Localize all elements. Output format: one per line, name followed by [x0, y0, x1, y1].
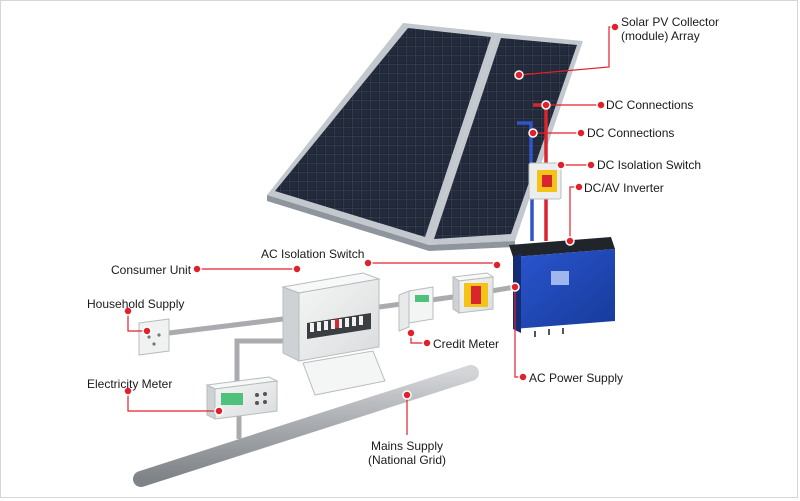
dc-isolation-switch: [528, 162, 562, 200]
label-solar-array: Solar PV Collector (module) Array: [621, 15, 719, 43]
solar-panel-array: [267, 23, 583, 251]
label-solar-array-line1: Solar PV Collector: [621, 15, 720, 29]
household-socket: [138, 318, 170, 356]
label-dc-connections-upper: DC Connections: [606, 98, 694, 112]
label-mains-supply-line2: (National Grid): [367, 453, 447, 467]
label-credit-meter: Credit Meter: [433, 337, 500, 351]
label-solar-array-line2: (module) Array: [621, 29, 700, 43]
label-household-supply: Household Supply: [87, 297, 185, 311]
label-consumer-unit: Consumer Unit: [111, 263, 192, 277]
label-mains-supply-line1: Mains Supply: [370, 439, 444, 453]
label-ac-isolation-switch: AC Isolation Switch: [261, 247, 365, 261]
label-ac-power-supply: AC Power Supply: [529, 371, 624, 385]
label-electricity-meter: Electricity Meter: [87, 377, 173, 391]
consumer-unit: [281, 272, 386, 396]
label-mains-supply: Mains Supply (National Grid): [361, 439, 453, 467]
credit-meter-device: [398, 286, 434, 332]
label-inverter: DC/AV Inverter: [584, 181, 664, 195]
callout-dots: [123, 22, 620, 416]
label-dc-connections-lower: DC Connections: [587, 126, 675, 140]
label-dc-isolation-switch: DC Isolation Switch: [597, 158, 702, 172]
dc-ac-inverter: [509, 237, 615, 337]
ac-isolation-switch: [451, 272, 495, 314]
